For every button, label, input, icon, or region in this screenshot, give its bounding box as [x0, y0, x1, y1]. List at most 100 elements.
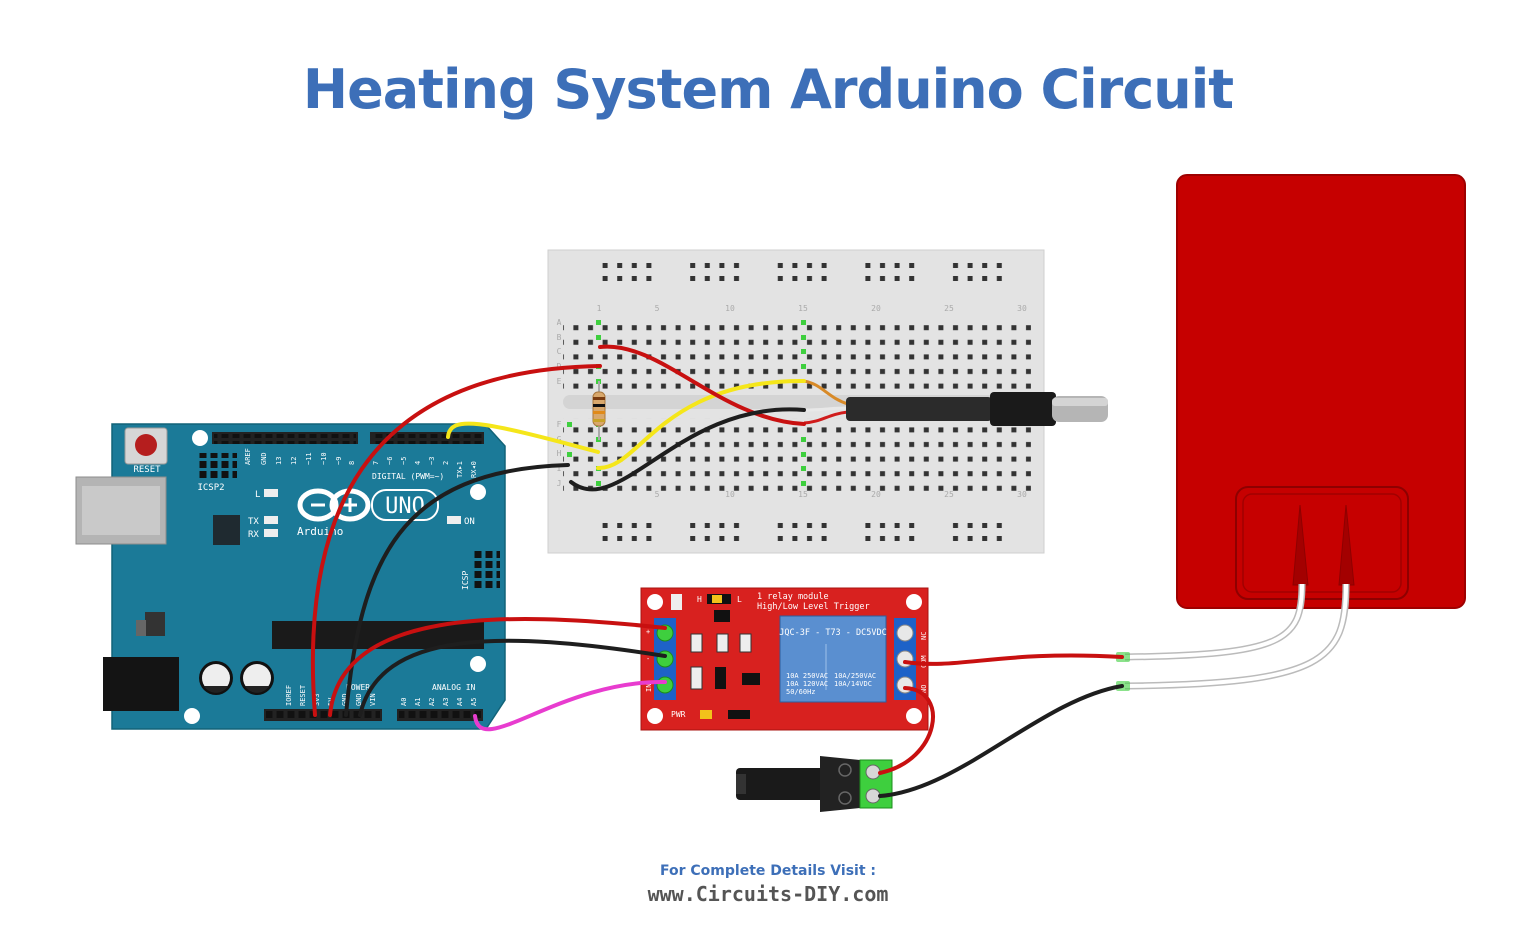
- svg-text:AREF: AREF: [244, 448, 252, 465]
- svg-text:VIN: VIN: [369, 693, 377, 706]
- svg-text:13: 13: [275, 457, 283, 465]
- terminal-strip-bottom: [563, 418, 1031, 491]
- brand-label: Arduino: [297, 525, 343, 538]
- svg-text:3V3: 3V3: [313, 693, 321, 706]
- column-number: 5: [655, 304, 660, 313]
- wire-5v-breadboard: [310, 364, 602, 717]
- svg-text:NC: NC: [920, 632, 928, 640]
- column-number: 30: [1017, 304, 1027, 313]
- page-title: Heating System Arduino Circuit: [302, 58, 1234, 121]
- svg-text:+: +: [646, 628, 650, 636]
- wire-gnd-breadboard: [344, 463, 570, 717]
- svg-text:4: 4: [414, 461, 422, 465]
- column-number: 25: [944, 490, 954, 499]
- svg-text:RESET: RESET: [299, 684, 307, 706]
- led-tx: [264, 516, 278, 524]
- svg-text:-: -: [646, 655, 650, 663]
- wire-no-supply: [878, 686, 935, 775]
- dc-power-jack: [103, 657, 179, 711]
- reset-label: RESET: [133, 465, 161, 475]
- svg-text:A3: A3: [442, 698, 450, 706]
- svg-text:GND: GND: [341, 693, 349, 706]
- svg-text:JQC-3F - T73 - DC5VDC: JQC-3F - T73 - DC5VDC: [779, 628, 886, 638]
- row-letter: C: [557, 347, 562, 356]
- wire-com-heater: [903, 653, 1124, 666]
- wire-control-relay: [473, 679, 667, 732]
- digital-label: DIGITAL (PWM=~): [372, 472, 444, 481]
- power-header: [266, 711, 380, 721]
- reset-button[interactable]: [135, 434, 157, 456]
- svg-text:2: 2: [442, 461, 450, 465]
- relay-module: H L 1 relay module High/Low Level Trigge…: [640, 587, 929, 731]
- column-number: 20: [871, 490, 881, 499]
- pullup-resistor: [592, 381, 606, 440]
- dc-barrel-connector: [736, 756, 893, 812]
- svg-text:NO: NO: [920, 685, 928, 693]
- wire-signal-probe: [596, 378, 806, 471]
- row-letter: H: [557, 449, 562, 458]
- svg-text:H: H: [697, 595, 702, 604]
- column-number: 25: [944, 304, 954, 313]
- footer-website-link[interactable]: www.Circuits-DIY.com: [647, 882, 889, 906]
- svg-text:~6: ~6: [386, 457, 394, 465]
- svg-text:POWER: POWER: [346, 683, 370, 692]
- svg-text:IOREF: IOREF: [285, 685, 293, 706]
- svg-text:~5: ~5: [400, 457, 408, 465]
- wire-vcc-probe: [598, 344, 806, 426]
- svg-text:GND: GND: [355, 693, 363, 706]
- footer-visit-label: For Complete Details Visit :: [660, 863, 876, 879]
- svg-text:A1: A1: [414, 698, 422, 706]
- svg-text:~3: ~3: [428, 457, 436, 465]
- svg-text:ANALOG IN: ANALOG IN: [432, 683, 476, 692]
- row-letter: F: [557, 420, 562, 429]
- svg-text:~11: ~11: [305, 452, 313, 465]
- svg-text:TX▸1: TX▸1: [456, 461, 464, 478]
- svg-text:10A 120VAC: 10A 120VAC: [786, 680, 828, 688]
- row-letter: I: [557, 464, 562, 473]
- analog-header: [399, 711, 481, 721]
- trigger-jumper[interactable]: [712, 595, 722, 603]
- wire-d2-signal: [446, 421, 600, 454]
- led-on: [447, 516, 461, 524]
- svg-text:~10: ~10: [320, 452, 328, 465]
- icsp2-header: [197, 453, 237, 479]
- arduino-uno-board: RESET ICSP2 AREF GND 13 12 ~11 ~10 ~9 8 …: [75, 423, 506, 730]
- relay-title: 1 relay module: [757, 592, 829, 602]
- wire-gnd-relay: [358, 638, 667, 717]
- wire-supply-heater: [878, 684, 1124, 798]
- svg-text:10A/250VAC: 10A/250VAC: [834, 672, 876, 680]
- digital-header-left: [214, 434, 356, 444]
- row-letter: A: [557, 318, 562, 327]
- svg-text:L: L: [737, 595, 742, 604]
- svg-text:A4: A4: [456, 698, 464, 706]
- row-letter: J: [557, 479, 562, 488]
- wires: [310, 344, 1124, 798]
- svg-text:8: 8: [348, 461, 356, 465]
- column-number: 20: [871, 304, 881, 313]
- svg-text:A2: A2: [428, 698, 436, 706]
- svg-text:ICSP: ICSP: [461, 571, 470, 590]
- digital-header-right: [372, 434, 482, 444]
- heating-pad: [1116, 174, 1466, 691]
- led-rx: [264, 529, 278, 537]
- svg-text:ON: ON: [464, 517, 475, 527]
- temperature-sensor-probe: [803, 379, 1108, 426]
- column-number: 15: [798, 304, 808, 313]
- relay-cube: [779, 615, 887, 703]
- row-letter: G: [557, 435, 562, 444]
- icsp2-label: ICSP2: [197, 483, 224, 493]
- power-rail-top: [594, 260, 654, 286]
- column-number: 10: [725, 490, 735, 499]
- svg-text:COM: COM: [920, 655, 928, 668]
- svg-text:L: L: [255, 490, 260, 500]
- icsp-header: [472, 548, 500, 588]
- column-number: 10: [725, 304, 735, 313]
- row-letter: E: [557, 377, 562, 386]
- wire-gnd-probe: [569, 407, 806, 492]
- relay-subtitle: High/Low Level Trigger: [757, 602, 870, 612]
- svg-text:7: 7: [372, 461, 380, 465]
- column-number: 1: [597, 304, 602, 313]
- svg-text:A5: A5: [470, 698, 478, 706]
- led-l: [264, 489, 278, 497]
